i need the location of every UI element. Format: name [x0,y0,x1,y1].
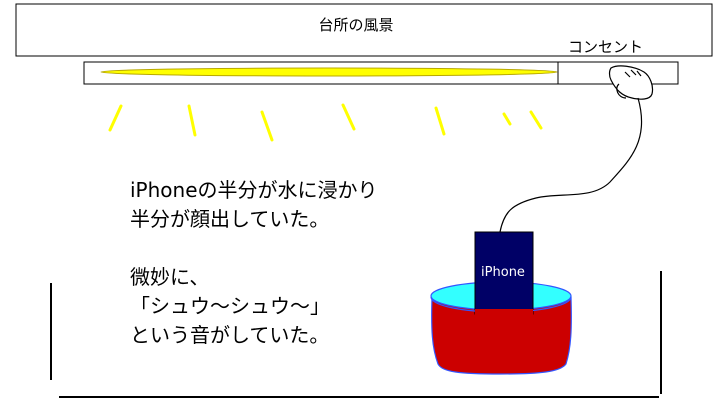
light-ray [108,104,123,132]
light-rays [108,103,543,142]
light-ray [187,104,197,137]
story-text: iPhoneの半分が水に浸かり 半分が顔出していた。 微妙に、 「シュウ〜シュウ… [130,176,378,350]
story-line: iPhoneの半分が水に浸かり [130,178,378,202]
story-line: 半分が顔出していた。 [130,207,330,231]
light-ray [502,112,512,126]
plug-icon [608,65,654,100]
scene-title: 台所の風景 [318,16,394,34]
iphone-label: iPhone [481,265,525,280]
red-bowl [431,296,572,375]
light-ray [434,106,446,136]
light-ray [341,103,356,131]
light-ray [260,110,274,142]
story-line: という音がしていた。 [130,323,330,347]
ceiling-panel [15,3,713,57]
story-line: 「シュウ〜シュウ〜」 [130,294,330,318]
fluorescent-tube [100,67,558,77]
sink-outline [50,271,662,398]
outlet-label: コンセント [568,38,644,56]
story-line: 微妙に、 [130,265,210,289]
light-ray [529,110,543,130]
power-cable [499,97,643,233]
iphone-submerged-part [475,309,533,315]
